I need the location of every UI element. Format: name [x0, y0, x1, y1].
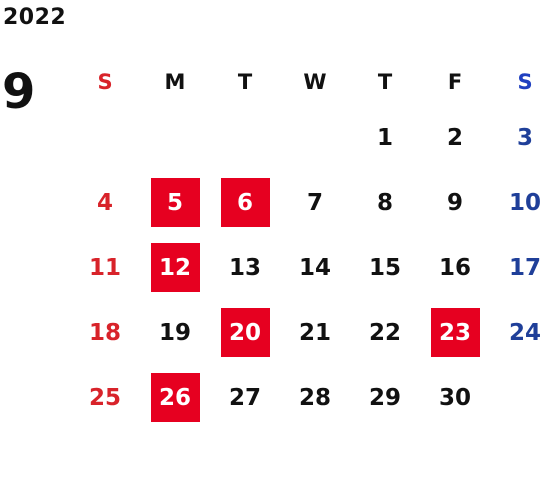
- calendar-month-number: 9: [2, 64, 36, 120]
- calendar-cell-saturday: 10: [490, 170, 548, 235]
- calendar-day-holiday: 5: [150, 178, 200, 227]
- calendar-day: 18: [88, 319, 121, 346]
- weekday-header-sunday: S: [97, 69, 113, 94]
- calendar-day: 29: [368, 384, 401, 411]
- weekday-header-row: S M T W T F S: [70, 58, 548, 105]
- calendar-cell-tuesday: 27: [210, 365, 280, 430]
- calendar-cell-sunday: 4: [70, 170, 140, 235]
- calendar-cell-friday: 9: [420, 170, 490, 235]
- calendar-cell-sunday: 25: [70, 365, 140, 430]
- weekday-header-tuesday: T: [237, 69, 253, 94]
- calendar-day-holiday: 20: [220, 308, 270, 357]
- calendar-cell-wednesday: 21: [280, 300, 350, 365]
- calendar-cell-monday: 19: [140, 300, 210, 365]
- calendar-cell-sunday: 11: [70, 235, 140, 300]
- calendar-day-holiday: 12: [150, 243, 200, 292]
- calendar-day: 25: [88, 384, 121, 411]
- calendar-cell-friday: 16: [420, 235, 490, 300]
- calendar-cell-thursday: 22: [350, 300, 420, 365]
- calendar-day: 8: [376, 189, 393, 216]
- weekday-header-monday: M: [164, 69, 186, 94]
- calendar-day: 7: [306, 189, 323, 216]
- calendar-week-row: 25 26 27 28 29 30: [70, 365, 548, 430]
- calendar-cell-saturday: 3: [490, 105, 548, 170]
- calendar-cell-monday: 26: [140, 365, 210, 430]
- calendar-day: 1: [376, 124, 393, 151]
- calendar-day: 13: [228, 254, 261, 281]
- calendar-day-holiday: 23: [430, 308, 480, 357]
- weekday-header-thursday: T: [377, 69, 393, 94]
- calendar-cell-sunday: [70, 105, 140, 170]
- calendar-day: 19: [158, 319, 191, 346]
- calendar-day: 10: [508, 189, 541, 216]
- calendar-week-row: 18 19 20 21 22 23 24: [70, 300, 548, 365]
- calendar-cell-saturday: [490, 365, 548, 430]
- weekday-header-wednesday: W: [303, 69, 327, 94]
- calendar-cell-thursday: 8: [350, 170, 420, 235]
- calendar-cell-sunday: 18: [70, 300, 140, 365]
- calendar-day: 15: [368, 254, 401, 281]
- calendar-cell-tuesday: 13: [210, 235, 280, 300]
- calendar-cell-monday: [140, 105, 210, 170]
- calendar-cell-thursday: 1: [350, 105, 420, 170]
- calendar-day: 27: [228, 384, 261, 411]
- calendar-day: 11: [88, 254, 121, 281]
- weekday-header-saturday: S: [517, 69, 533, 94]
- calendar-cell-wednesday: 14: [280, 235, 350, 300]
- calendar-cell-saturday: 24: [490, 300, 548, 365]
- calendar-cell-tuesday: [210, 105, 280, 170]
- calendar-day: 17: [508, 254, 541, 281]
- calendar-cell-friday: 23: [420, 300, 490, 365]
- calendar-cell-friday: 2: [420, 105, 490, 170]
- calendar-cell-thursday: 29: [350, 365, 420, 430]
- calendar-day: 9: [446, 189, 463, 216]
- calendar-cell-thursday: 15: [350, 235, 420, 300]
- calendar-day: 30: [438, 384, 471, 411]
- calendar-cell-saturday: 17: [490, 235, 548, 300]
- calendar-day: 21: [298, 319, 331, 346]
- calendar-day: 24: [508, 319, 541, 346]
- calendar-cell-friday: 30: [420, 365, 490, 430]
- calendar-day: 14: [298, 254, 331, 281]
- calendar-cell-tuesday: 20: [210, 300, 280, 365]
- calendar-day-holiday: 6: [220, 178, 270, 227]
- calendar-week-row: 1 2 3: [70, 105, 548, 170]
- calendar-day: 22: [368, 319, 401, 346]
- calendar-day: 28: [298, 384, 331, 411]
- calendar-day: 16: [438, 254, 471, 281]
- weekday-header-friday: F: [447, 69, 463, 94]
- calendar-day-holiday: 26: [150, 373, 200, 422]
- calendar-cell-monday: 5: [140, 170, 210, 235]
- calendar-day: 3: [516, 124, 533, 151]
- calendar-cell-monday: 12: [140, 235, 210, 300]
- calendar-day: 2: [446, 124, 463, 151]
- calendar-cell-tuesday: 6: [210, 170, 280, 235]
- calendar-cell-wednesday: 28: [280, 365, 350, 430]
- calendar-day: 4: [96, 189, 113, 216]
- calendar-week-row: 11 12 13 14 15 16 17: [70, 235, 548, 300]
- calendar-cell-wednesday: [280, 105, 350, 170]
- calendar-year: 2022: [3, 5, 67, 30]
- calendar-cell-wednesday: 7: [280, 170, 350, 235]
